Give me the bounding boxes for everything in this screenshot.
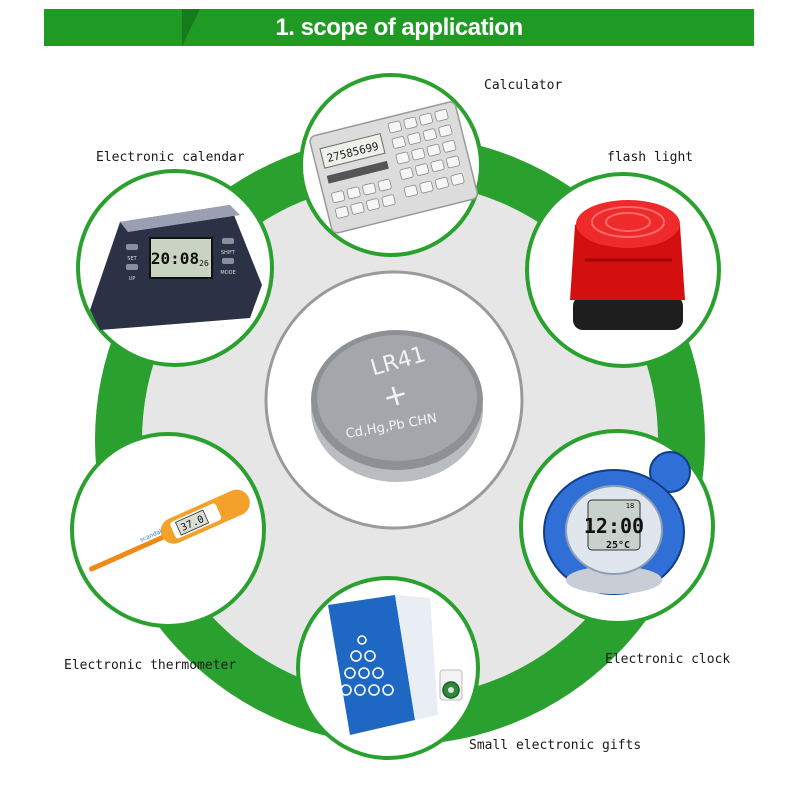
snowflake-tree — [340, 635, 394, 696]
title-banner: 1. scope of application — [44, 9, 754, 46]
calendar-button-mode: MODE — [220, 270, 235, 276]
thermometer-circle: 37.0 scandal — [70, 432, 266, 628]
calendar-button-shift: SHIFT — [221, 250, 236, 256]
clock-bubble — [649, 451, 691, 493]
clock-circle: 12:00 25°C 18 — [519, 429, 715, 625]
label-electronic-clock: Electronic clock — [605, 652, 731, 667]
label-small-electronic-gifts: Small electronic gifts — [469, 738, 642, 753]
greeting-card-front — [328, 595, 415, 735]
calendar-screen — [149, 237, 213, 279]
page-title: 1. scope of application — [275, 14, 523, 41]
calendar-button-set: SET — [127, 256, 137, 262]
flashlight-base — [573, 296, 683, 330]
label-calculator: Calculator — [484, 78, 563, 93]
solar-strip — [326, 160, 389, 184]
calendar-display: 20:08 — [151, 249, 199, 268]
gifts-circle — [296, 576, 480, 760]
calculator-screen — [319, 133, 386, 169]
thermometer-screen — [174, 509, 210, 536]
clock-display: 12:00 — [584, 514, 644, 538]
label-flash-light: flash light — [607, 150, 694, 165]
center-battery: LR41 + Cd,Hg,Pb CHN — [264, 270, 524, 530]
clock-temp-display: 25°C — [606, 540, 630, 551]
calendar-circle: 20:08 26 SET UP SHIFT MODE — [76, 169, 274, 367]
clock-top-display: 18 — [626, 502, 634, 510]
flashlight-circle — [525, 172, 721, 368]
label-electronic-thermometer: Electronic thermometer — [64, 658, 237, 673]
label-electronic-calendar: Electronic calendar — [96, 150, 245, 165]
calendar-small-display: 26 — [199, 259, 209, 268]
calculator-keys — [331, 109, 465, 219]
banner-notch — [182, 9, 200, 46]
greeting-card-inside — [395, 595, 438, 720]
calculator-circle: 27585699 — [299, 73, 483, 257]
calendar-button-up: UP — [129, 276, 136, 282]
